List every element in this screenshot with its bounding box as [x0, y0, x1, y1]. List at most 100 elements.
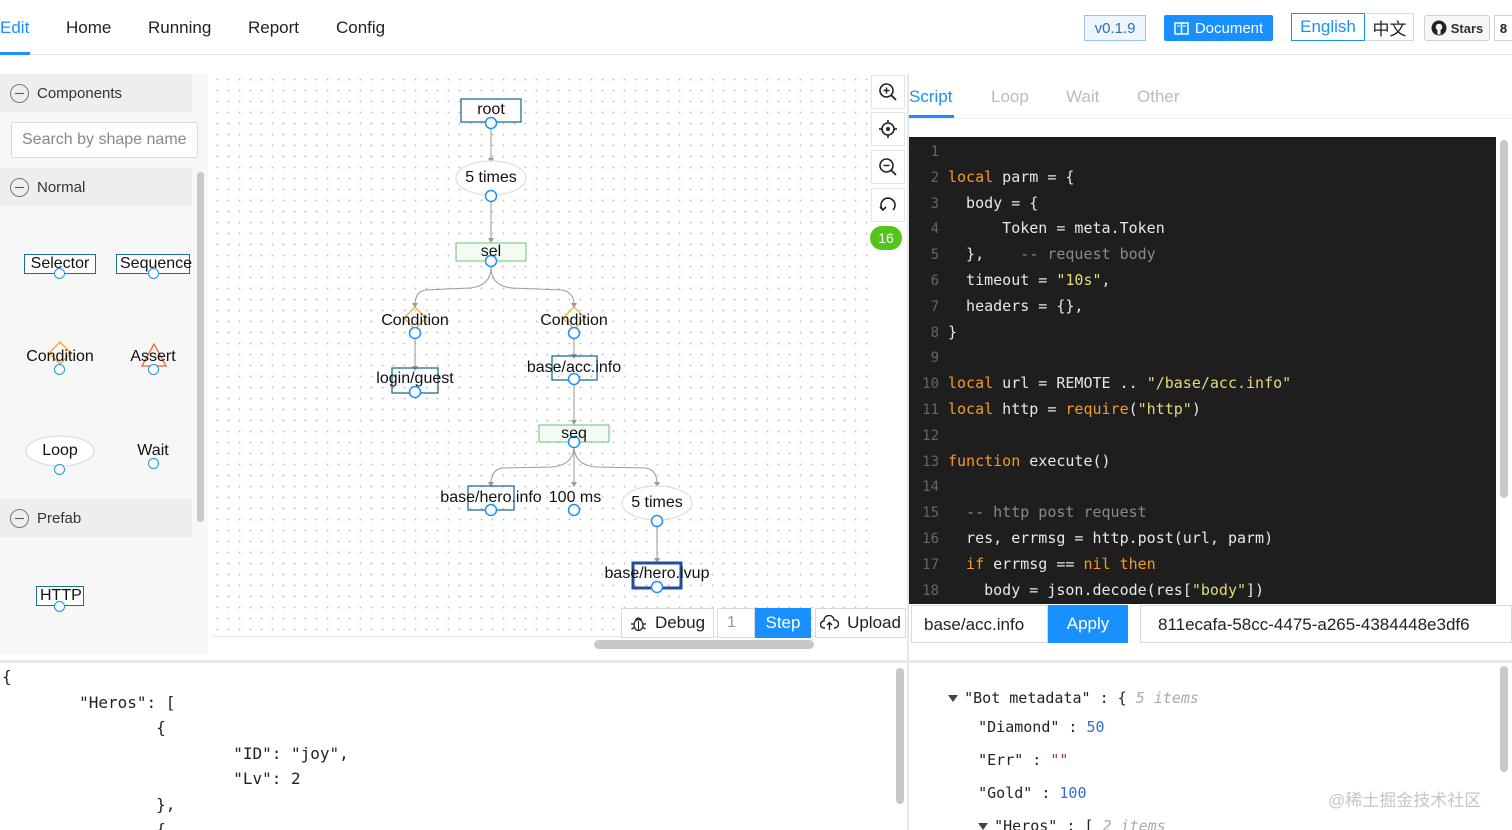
- shape-search-input[interactable]: Search by shape name: [11, 122, 198, 158]
- step-count-input[interactable]: 1: [717, 608, 755, 638]
- node-id-field[interactable]: 811ecafa-58cc-4475-a265-4384448e3df6: [1140, 605, 1512, 643]
- code-line[interactable]: 9: [909, 348, 1496, 374]
- code-token: -- http post request: [948, 503, 1147, 522]
- collapse-icon: [10, 177, 29, 197]
- nav-edit[interactable]: Edit: [0, 18, 30, 37]
- code-line[interactable]: 12: [909, 426, 1496, 452]
- code-line[interactable]: 15 -- http post request: [909, 503, 1496, 529]
- tab-wait[interactable]: Wait: [1066, 87, 1100, 106]
- port-icon: [148, 268, 159, 279]
- upload-button[interactable]: Upload: [815, 608, 906, 638]
- zoom-in-button[interactable]: [871, 75, 905, 109]
- wait-node[interactable]: 100 ms: [548, 489, 602, 506]
- editor-scrollbar[interactable]: [1500, 140, 1508, 498]
- nav-config[interactable]: Config: [336, 18, 386, 37]
- bottom-divider[interactable]: [0, 660, 1512, 663]
- loop-node-2[interactable]: 5 times: [631, 494, 683, 511]
- reset-view-button[interactable]: [871, 188, 905, 222]
- code-line[interactable]: 14: [909, 477, 1496, 503]
- code-line[interactable]: 18 body = json.decode(res["body"]): [909, 581, 1496, 604]
- sequence-node[interactable]: seq: [561, 425, 587, 442]
- json-line: {: [2, 718, 166, 737]
- wait-shape[interactable]: Wait: [137, 442, 169, 459]
- tab-other[interactable]: Other: [1137, 87, 1180, 106]
- hero-lvup-node[interactable]: base/hero.lvup: [604, 565, 710, 582]
- line-number: 12: [922, 427, 939, 444]
- crosshair-icon: [879, 120, 897, 138]
- http-shape[interactable]: HTTP: [36, 586, 84, 606]
- nav-running[interactable]: Running: [148, 18, 212, 37]
- prefab-header[interactable]: Prefab: [0, 499, 192, 537]
- tree-row-root[interactable]: "Bot metadata" : { 5 items: [912, 671, 1199, 725]
- lang-chinese-button[interactable]: 中文: [1366, 13, 1414, 41]
- port-icon: [54, 268, 65, 279]
- center-view-button[interactable]: [871, 112, 905, 146]
- debug-button[interactable]: Debug: [621, 608, 714, 638]
- components-header[interactable]: Components: [0, 74, 192, 112]
- lang-english-button[interactable]: English: [1291, 13, 1365, 41]
- acc-info-node[interactable]: base/acc.info: [526, 359, 622, 376]
- bot-metadata-tree[interactable]: "Bot metadata" : { 5 items "Diamond" : 5…: [909, 665, 1512, 830]
- version-badge[interactable]: v0.1.9: [1084, 15, 1146, 41]
- tree-value: "": [1050, 751, 1069, 769]
- behavior-tree-canvas[interactable]: [212, 74, 868, 636]
- code-token: nil: [1083, 554, 1111, 573]
- hero-info-node[interactable]: base/hero.info: [440, 489, 542, 506]
- condition-shape[interactable]: Condition: [26, 348, 94, 365]
- caret-down-icon[interactable]: [978, 823, 989, 830]
- login-guest-node[interactable]: login/guest: [376, 370, 454, 387]
- code-line[interactable]: 3 body = {: [909, 194, 1496, 220]
- canvas-scrollbar[interactable]: [594, 640, 814, 649]
- apply-button[interactable]: Apply: [1048, 605, 1128, 643]
- code-line[interactable]: 16 res, errmsg = http.post(url, parm): [909, 529, 1496, 555]
- tab-script[interactable]: Script: [909, 87, 953, 106]
- code-line[interactable]: 6 timeout = "10s",: [909, 271, 1496, 297]
- code-token: ,: [1101, 271, 1111, 289]
- caret-down-icon[interactable]: [948, 695, 959, 702]
- port-icon: [54, 601, 65, 612]
- tree-value: 50: [1086, 718, 1105, 736]
- nav-report[interactable]: Report: [248, 18, 300, 37]
- code-line[interactable]: 5 }, -- request body: [909, 245, 1496, 271]
- response-json-viewer[interactable]: { "Heros": [ { "ID": "joy", "Lv": 2 }, {: [0, 665, 893, 830]
- github-stars-button[interactable]: Stars: [1424, 15, 1490, 41]
- upload-label: Upload: [847, 613, 901, 632]
- code-line[interactable]: 1: [909, 142, 1496, 168]
- condition-node-right[interactable]: Condition: [540, 312, 608, 329]
- code-token: ]): [1246, 580, 1265, 599]
- code-line[interactable]: 7 headers = {},: [909, 297, 1496, 323]
- zoom-out-button[interactable]: [871, 150, 905, 184]
- tree-row-err[interactable]: "Err" : "": [942, 733, 1068, 787]
- tree-scrollbar[interactable]: [1500, 666, 1508, 772]
- assert-shape[interactable]: Assert: [130, 348, 176, 365]
- normal-header[interactable]: Normal: [0, 168, 192, 206]
- root-node[interactable]: root: [477, 101, 505, 118]
- code-line[interactable]: 4 Token = meta.Token: [909, 219, 1496, 245]
- code-line[interactable]: 17 if errmsg == nil then: [909, 555, 1496, 581]
- step-button[interactable]: Step: [755, 608, 811, 638]
- nav-home[interactable]: Home: [66, 18, 112, 37]
- code-token: local: [948, 167, 994, 186]
- tree-row-diamond[interactable]: "Diamond" : 50: [942, 700, 1105, 754]
- tree-row-gold[interactable]: "Gold" : 100: [942, 766, 1086, 820]
- panel-scrollbar[interactable]: [197, 172, 204, 522]
- selector-node[interactable]: sel: [480, 243, 502, 260]
- json-scrollbar[interactable]: [896, 668, 904, 804]
- stars-count: 8: [1494, 15, 1512, 41]
- condition-node-left[interactable]: Condition: [381, 312, 449, 329]
- document-button[interactable]: Document: [1164, 15, 1273, 41]
- loop-shape[interactable]: Loop: [42, 442, 78, 459]
- sequence-shape[interactable]: Sequence: [116, 254, 192, 274]
- code-line[interactable]: 8}: [909, 323, 1496, 349]
- document-label: Document: [1194, 19, 1264, 37]
- tab-loop[interactable]: Loop: [991, 87, 1029, 106]
- loop-node[interactable]: 5 times: [465, 169, 517, 186]
- api-path-input[interactable]: base/acc.info: [911, 605, 1048, 643]
- tree-row-heros[interactable]: "Heros" : [ 2 items: [942, 799, 1166, 830]
- panel-divider[interactable]: [907, 74, 909, 830]
